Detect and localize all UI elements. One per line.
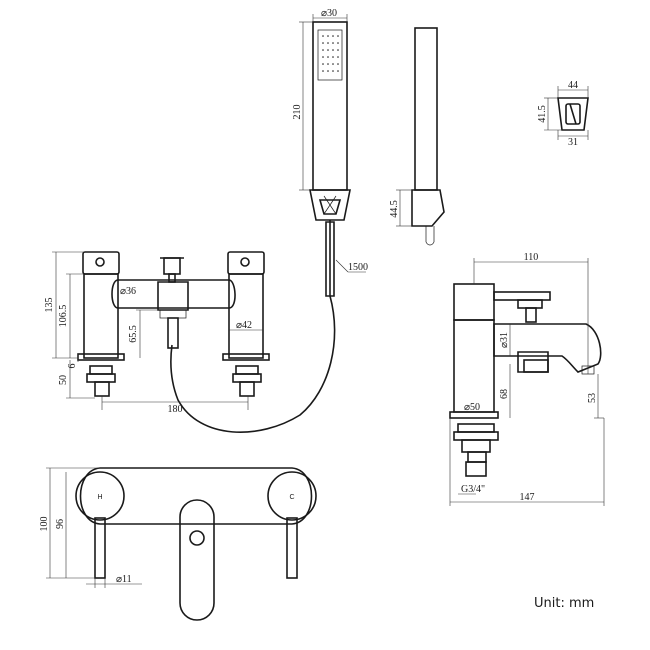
hand-shower-side-view: 44.5 bbox=[389, 27, 445, 246]
side-holder bbox=[411, 189, 445, 227]
side-handle-depth-label: 110 bbox=[524, 252, 539, 263]
bracket-depth-label: 31 bbox=[568, 137, 578, 148]
front-centres-label: 180 bbox=[168, 404, 183, 415]
shower-holder bbox=[309, 189, 351, 221]
spray-nozzles bbox=[322, 35, 339, 72]
front-shank-height-label: 50 bbox=[58, 375, 69, 385]
front-handle-diameter-label: ⌀42 bbox=[236, 320, 252, 331]
spray-face bbox=[317, 29, 343, 81]
top-handle-depth-label: 96 bbox=[55, 519, 66, 529]
front-spout-height-label: 65.5 bbox=[128, 325, 139, 343]
side-base-diameter-label: ⌀50 bbox=[464, 402, 480, 413]
mixer-front-view: 135 106.5 65.5 6 50 180 ⌀36 ⌀42 bbox=[44, 251, 270, 415]
unit-note: Unit: mm bbox=[534, 596, 595, 611]
side-total-depth-label: 147 bbox=[520, 492, 535, 503]
mixer-top-view: H C 100 96 ⌀11 bbox=[39, 467, 317, 621]
front-body-height-label: 106.5 bbox=[58, 305, 69, 328]
side-spout-height-label: 68 bbox=[499, 389, 510, 399]
wall-bracket-view: 44 41.5 31 bbox=[537, 80, 589, 148]
shower-length-label: 210 bbox=[292, 105, 303, 120]
side-spout bbox=[493, 323, 602, 373]
holder-height-label: 44.5 bbox=[389, 200, 400, 218]
side-thread-label: G3/4" bbox=[461, 484, 485, 495]
shower-diameter-label: ⌀30 bbox=[321, 8, 337, 19]
front-body-diameter-label: ⌀36 bbox=[120, 286, 136, 297]
hand-shower-front-view: ⌀30 210 1500 bbox=[170, 8, 368, 433]
top-total-depth-label: 100 bbox=[39, 517, 50, 532]
hose bbox=[170, 295, 336, 433]
bracket-width-label: 44 bbox=[568, 80, 578, 91]
mixer-side-view: 110 ⌀31 ⌀50 68 53 G3/4" 147 bbox=[449, 252, 605, 506]
side-spout-diameter-label: ⌀31 bbox=[499, 332, 510, 348]
front-flange-label: 6 bbox=[67, 364, 78, 369]
side-outlet-height-label: 53 bbox=[587, 393, 598, 403]
bracket-height-label: 41.5 bbox=[537, 105, 548, 123]
top-lever-diameter-label: ⌀11 bbox=[116, 574, 132, 585]
hose-length-label: 1500 bbox=[348, 262, 368, 273]
hot-label: H bbox=[97, 494, 102, 501]
front-total-height-label: 135 bbox=[44, 298, 55, 313]
cold-label: C bbox=[289, 494, 294, 501]
